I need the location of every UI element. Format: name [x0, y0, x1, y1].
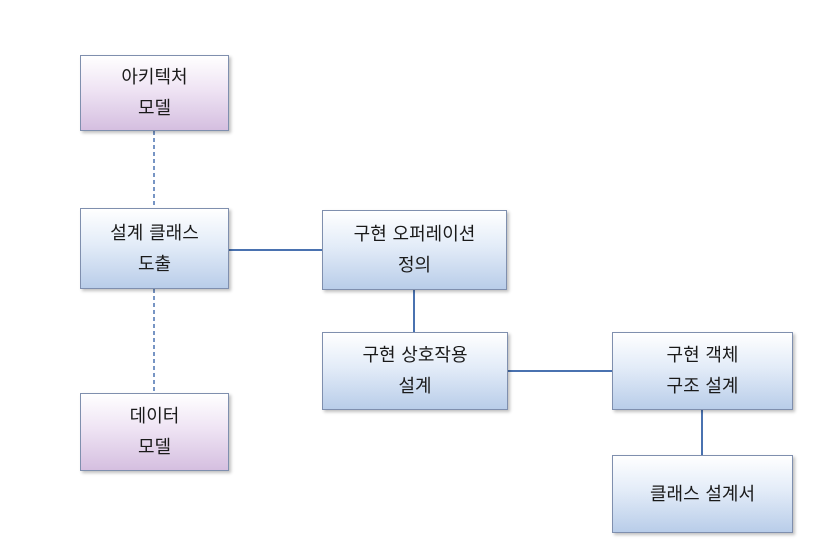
node-label-line1: 구현 오퍼레이션: [353, 224, 476, 245]
node-define-impl-operation: 구현 오퍼레이션 정의: [322, 210, 507, 290]
node-label-line2: 모델: [137, 98, 172, 119]
node-label-line2: 모델: [137, 437, 172, 458]
node-label-line1: 클래스 설계서: [649, 483, 756, 505]
node-design-impl-object-structure: 구현 객체 구조 설계: [612, 332, 793, 410]
node-design-impl-interaction: 구현 상호작용 설계: [322, 332, 508, 410]
node-derive-design-class: 설계 클래스 도출: [80, 208, 229, 289]
node-label-line2: 도출: [137, 253, 172, 275]
node-label-line1: 구현 객체: [666, 345, 739, 366]
node-label-line1: 구현 상호작용: [362, 345, 468, 366]
node-label-line1: 아키텍처: [121, 67, 188, 88]
node-label-line2: 구조 설계: [666, 376, 739, 397]
node-class-design-doc: 클래스 설계서: [612, 455, 793, 533]
node-data-model: 데이터 모델: [80, 393, 229, 471]
node-label-line1: 데이터: [129, 406, 180, 427]
node-label-line2: 정의: [397, 255, 432, 276]
node-label-line2: 설계: [398, 376, 432, 397]
node-architecture-model: 아키텍처 모델: [80, 55, 229, 131]
node-label-line1: 설계 클래스: [110, 222, 199, 244]
